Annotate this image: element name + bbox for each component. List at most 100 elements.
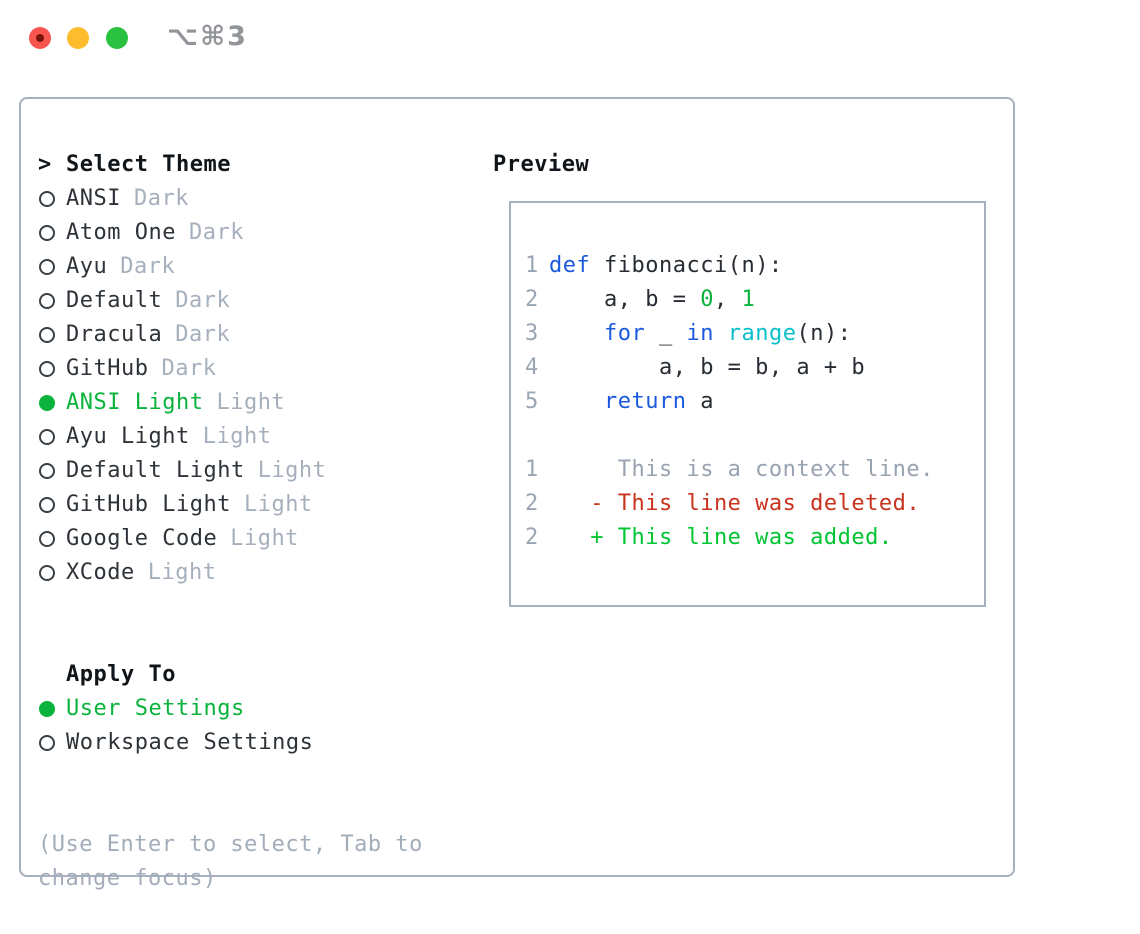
radio-icon	[39, 361, 55, 377]
close-button[interactable]	[29, 27, 51, 49]
line-number: 2	[525, 287, 539, 312]
theme-option-label: Ayu	[66, 254, 108, 279]
theme-option-ayu[interactable]: Ayu Dark	[38, 250, 488, 284]
theme-variant-tag: Dark	[188, 220, 244, 245]
code-segment-kw: return	[603, 389, 687, 414]
code-segment-fg: ,	[713, 287, 742, 312]
code-segment-fg: a, b =	[549, 287, 701, 312]
line-number: 2	[525, 491, 539, 516]
theme-option-dracula[interactable]: Dracula Dark	[38, 318, 488, 352]
radio-icon	[39, 463, 55, 479]
code-segment-fg: _	[645, 321, 687, 346]
theme-option-label: Default Light	[66, 458, 245, 483]
preview-title: Preview	[493, 152, 590, 177]
code-segment-fg: a	[686, 389, 714, 414]
theme-option-xcode[interactable]: XCode Light	[38, 556, 488, 590]
keyboard-shortcut-label: ⌥⌘3	[167, 21, 248, 52]
code-segment-fg: fibonacci(n):	[590, 253, 783, 278]
theme-variant-tag: Light	[230, 526, 299, 551]
line-number: 3	[525, 321, 539, 346]
code-segment-num: 1	[741, 287, 756, 312]
code-segment-fg	[549, 321, 604, 346]
apply-to-option-label: Workspace Settings	[66, 730, 314, 755]
code-segment-kw: def	[549, 253, 591, 278]
hint-text-line1: (Use Enter to select, Tab to	[38, 832, 423, 857]
theme-variant-tag: Light	[243, 492, 313, 517]
hint-text-line2: change focus)	[38, 866, 217, 891]
code-line: 2 a, b = 0, 1	[525, 283, 984, 317]
theme-variant-tag: Light	[216, 390, 286, 415]
code-line: 1 def fibonacci(n):	[525, 249, 984, 283]
code-segment-muted: This is a context line.	[549, 457, 934, 482]
code-segment-fg: a, b = b, a + b	[549, 355, 866, 380]
theme-variant-tag: Dark	[175, 288, 231, 313]
radio-icon	[39, 191, 55, 207]
code-segment-fg	[714, 321, 728, 346]
theme-variant-tag: Dark	[161, 356, 217, 381]
theme-option-github-light[interactable]: GitHub Light Light	[38, 488, 488, 522]
radio-selected-icon	[39, 395, 55, 411]
close-modified-dot-icon	[36, 34, 44, 42]
code-segment-fg	[549, 389, 604, 414]
theme-variant-tag: Dark	[120, 254, 176, 279]
code-line: 2 - This line was deleted.	[525, 487, 984, 521]
radio-icon	[39, 225, 55, 241]
radio-selected-icon	[39, 701, 55, 717]
code-segment-builtin: range	[727, 321, 797, 346]
theme-option-label: GitHub Light	[66, 492, 231, 517]
code-segment-add: + This line was added.	[549, 525, 893, 550]
titlebar: ⌥⌘3	[0, 0, 1140, 76]
theme-option-ansi[interactable]: ANSI Dark	[38, 182, 488, 216]
theme-variant-tag: Dark	[133, 186, 189, 211]
code-segment-num: 0	[700, 287, 714, 312]
theme-option-github[interactable]: GitHub Dark	[38, 352, 488, 386]
theme-option-label: GitHub	[66, 356, 149, 381]
radio-icon	[39, 735, 55, 751]
theme-option-default-light[interactable]: Default Light Light	[38, 454, 488, 488]
spacer	[38, 760, 488, 794]
theme-variant-tag: Light	[202, 424, 272, 449]
code-segment-kw: in	[686, 321, 714, 346]
apply-to-header: Apply To	[38, 658, 488, 692]
radio-icon	[39, 429, 55, 445]
code-line: 2 + This line was added.	[525, 521, 984, 555]
radio-icon	[39, 259, 55, 275]
theme-variant-tag: Dark	[175, 322, 231, 347]
radio-icon	[39, 531, 55, 547]
zoom-button[interactable]	[106, 27, 128, 49]
line-number: 1	[525, 253, 539, 278]
minimize-button[interactable]	[67, 27, 89, 49]
radio-icon	[39, 497, 55, 513]
theme-variant-tag: Light	[147, 560, 217, 585]
line-number: 1	[525, 457, 539, 482]
code-segment-del: - This line was deleted.	[549, 491, 921, 516]
line-number: 4	[525, 355, 539, 380]
theme-option-label: ANSI	[66, 186, 121, 211]
code-segment-fg: (n):	[796, 321, 852, 346]
apply-to-option-user-settings[interactable]: User Settings	[38, 692, 488, 726]
select-theme-title: Select Theme	[66, 152, 231, 177]
apply-to-title: Apply To	[66, 662, 176, 687]
code-segment-kw: for	[603, 321, 646, 346]
radio-icon	[39, 565, 55, 581]
theme-option-label: Dracula	[66, 322, 163, 347]
apply-to-option-workspace-settings[interactable]: Workspace Settings	[38, 726, 488, 760]
spacer	[38, 794, 488, 828]
code-line: 3 for _ in range(n):	[525, 317, 984, 351]
apply-to-option-label: User Settings	[66, 696, 245, 721]
code-line: 4 a, b = b, a + b	[525, 351, 984, 385]
theme-variant-tag: Light	[257, 458, 327, 483]
theme-option-label: XCode	[66, 560, 135, 585]
code-line: 5 return a	[525, 385, 984, 419]
spacer	[38, 624, 488, 658]
